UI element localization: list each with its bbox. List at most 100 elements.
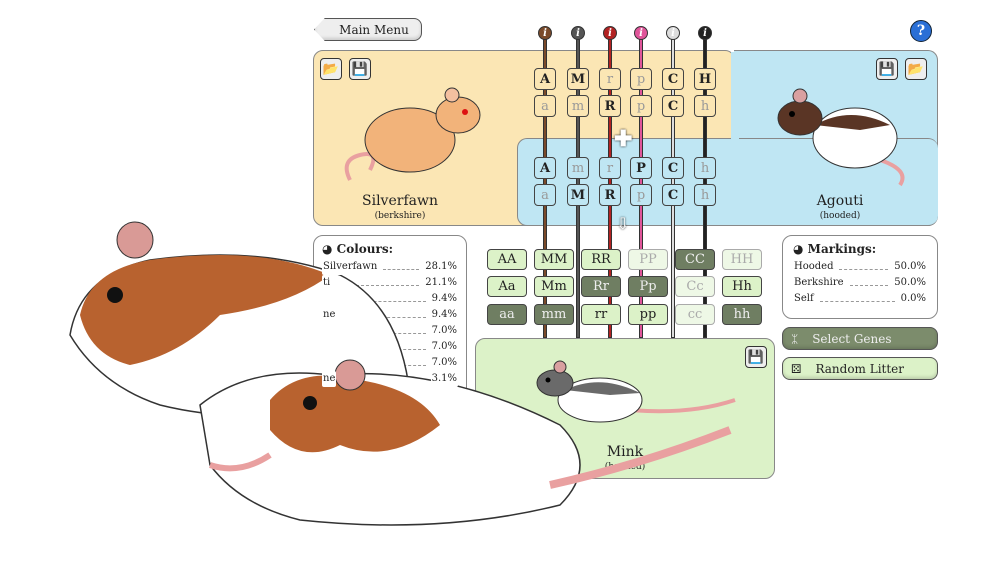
- allele-toggle[interactable]: p: [630, 184, 652, 206]
- gene-info-icon[interactable]: i: [666, 26, 680, 40]
- pie-chart-icon: ◕: [793, 242, 804, 256]
- allele-toggle[interactable]: r: [599, 68, 621, 90]
- colours-row-name: [322, 323, 324, 339]
- colours-row-pct: 7.0%: [430, 339, 458, 355]
- allele-toggle[interactable]: A: [534, 68, 556, 90]
- genotype-option[interactable]: mm: [534, 304, 574, 325]
- parent1-name: Silverfawn: [362, 193, 438, 209]
- allele-toggle[interactable]: h: [694, 157, 716, 179]
- allele-toggle[interactable]: A: [534, 157, 556, 179]
- dotted-leader: [336, 275, 420, 286]
- dotted-leader: [383, 259, 420, 270]
- select-genes-button[interactable]: ᛯ Select Genes: [782, 327, 938, 350]
- genotype-option[interactable]: HH: [722, 249, 762, 270]
- genotype-option[interactable]: Cc: [675, 276, 715, 297]
- gene-info-icon[interactable]: i: [603, 26, 617, 40]
- gene-info-icon[interactable]: i: [698, 26, 712, 40]
- allele-toggle[interactable]: R: [599, 95, 621, 117]
- markings-row: Hooded 50.0%: [793, 259, 927, 275]
- allele-toggle[interactable]: p: [630, 95, 652, 117]
- random-litter-button[interactable]: ⚄Random Litter: [782, 357, 938, 380]
- colours-row-pct: 3.1%: [430, 371, 458, 387]
- gene-info-icon[interactable]: i: [538, 26, 552, 40]
- genotype-option[interactable]: rr: [581, 304, 621, 325]
- silverfawn-rat-image: [344, 87, 481, 181]
- allele-toggle[interactable]: h: [694, 184, 716, 206]
- plus-icon: ✚: [614, 126, 633, 152]
- genotype-option[interactable]: RR: [581, 249, 621, 270]
- allele-toggle[interactable]: p: [630, 68, 652, 90]
- colours-row-pct: 9.4%: [430, 291, 458, 307]
- save-button[interactable]: 💾: [745, 346, 767, 368]
- select-genes-label: Select Genes: [812, 331, 892, 346]
- colours-row-pct: 9.4%: [430, 307, 458, 323]
- allele-toggle[interactable]: C: [662, 184, 684, 206]
- markings-row: Self 0.0%: [793, 291, 927, 307]
- colours-row-pct: 21.1%: [424, 275, 458, 291]
- colours-row-pct: 28.1%: [424, 259, 458, 275]
- allele-toggle[interactable]: C: [662, 157, 684, 179]
- genotype-option[interactable]: aa: [487, 304, 527, 325]
- allele-toggle[interactable]: M: [567, 68, 589, 90]
- markings-row-name: Self: [793, 291, 815, 307]
- parent2-panel-joint: [731, 52, 739, 142]
- genotype-option[interactable]: Aa: [487, 276, 527, 297]
- help-icon[interactable]: ?: [910, 20, 932, 42]
- allele-toggle[interactable]: m: [567, 95, 589, 117]
- agouti-rat-image: [777, 88, 905, 187]
- markings-row-name: Hooded: [793, 259, 835, 275]
- allele-toggle[interactable]: m: [567, 157, 589, 179]
- allele-toggle[interactable]: R: [599, 184, 621, 206]
- markings-title: Markings:: [807, 242, 877, 256]
- save-button[interactable]: 💾: [876, 58, 898, 80]
- dotted-leader: [819, 291, 895, 302]
- allele-toggle[interactable]: P: [630, 157, 652, 179]
- save-button[interactable]: 💾: [349, 58, 371, 80]
- dna-icon: ᛯ: [791, 331, 799, 346]
- genotype-option[interactable]: Rr: [581, 276, 621, 297]
- parent1-marking: (berkshire): [374, 211, 426, 221]
- allele-toggle[interactable]: C: [662, 68, 684, 90]
- genotype-option[interactable]: Pp: [628, 276, 668, 297]
- decorative-rats-image: [69, 221, 732, 526]
- genotype-option[interactable]: AA: [487, 249, 527, 270]
- markings-row-pct: 50.0%: [893, 275, 927, 291]
- parent2-name: Agouti: [816, 193, 864, 209]
- allele-toggle[interactable]: C: [662, 95, 684, 117]
- mink-rat-image: [536, 360, 736, 423]
- colours-row-pct: 7.0%: [430, 355, 458, 371]
- allele-toggle[interactable]: r: [599, 157, 621, 179]
- allele-toggle[interactable]: a: [534, 184, 556, 206]
- allele-toggle[interactable]: M: [567, 184, 589, 206]
- colours-row-name: [322, 355, 324, 371]
- allele-toggle[interactable]: h: [694, 95, 716, 117]
- gene-info-icon[interactable]: i: [571, 26, 585, 40]
- markings-row-pct: 0.0%: [899, 291, 927, 307]
- gene-info-icon[interactable]: i: [634, 26, 648, 40]
- colours-row: ti 21.1%: [322, 275, 458, 291]
- pie-chart-icon: ◕: [322, 242, 333, 256]
- colours-row: 9.4%: [322, 291, 458, 307]
- genotype-option[interactable]: pp: [628, 304, 668, 325]
- genotype-option[interactable]: PP: [628, 249, 668, 270]
- colours-row-pct: 7.0%: [430, 323, 458, 339]
- allele-toggle[interactable]: a: [534, 95, 556, 117]
- allele-toggle[interactable]: H: [694, 68, 716, 90]
- colours-row-name: Silverfawn: [322, 259, 379, 275]
- main-menu-button[interactable]: Main Menu: [314, 18, 422, 41]
- open-folder-button[interactable]: 📂: [320, 58, 342, 80]
- genotype-option[interactable]: hh: [722, 304, 762, 325]
- genotype-option[interactable]: Mm: [534, 276, 574, 297]
- open-folder-button[interactable]: 📂: [905, 58, 927, 80]
- genotype-option[interactable]: CC: [675, 249, 715, 270]
- colours-row-name: ti: [322, 275, 332, 291]
- genotype-option[interactable]: Hh: [722, 276, 762, 297]
- genotype-option[interactable]: cc: [675, 304, 715, 325]
- arrow-down-icon: ⇩: [616, 214, 630, 233]
- markings-row-pct: 50.0%: [893, 259, 927, 275]
- genotype-option[interactable]: MM: [534, 249, 574, 270]
- colours-row-name: [322, 339, 324, 355]
